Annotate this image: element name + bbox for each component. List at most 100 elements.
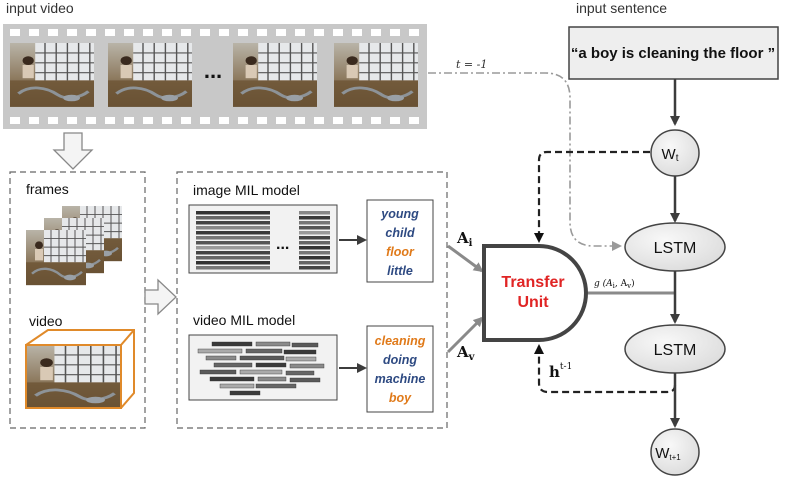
feature-bar: [257, 376, 287, 382]
feature-bar: [196, 241, 270, 245]
feature-bar: [299, 256, 330, 260]
image-mil-bars: [196, 211, 330, 270]
filmstrip-sprockets: [10, 29, 419, 124]
lstm-bottom-label: LSTM: [654, 342, 697, 359]
input-video-filmstrip: ...: [3, 24, 427, 129]
image-to-transfer-arrow: [447, 244, 484, 273]
feature-bar: [289, 377, 321, 383]
sprocket-hole: [10, 117, 20, 124]
detected-word: floor: [386, 245, 415, 259]
sprocket-hole: [67, 29, 77, 36]
input-sentence-text: “a boy is cleaning the floor ”: [571, 45, 775, 62]
feature-bar: [196, 231, 270, 235]
detected-word: boy: [389, 391, 412, 405]
feature-bar: [299, 221, 330, 225]
sprocket-hole: [314, 29, 324, 36]
sprocket-hole: [200, 29, 210, 36]
feature-bar: [229, 390, 261, 396]
feature-bar: [283, 349, 317, 355]
detected-word: machine: [375, 372, 426, 386]
input-sentence-label: input sentence: [576, 0, 667, 16]
feature-bar: [285, 356, 317, 362]
film-frame-1: [8, 41, 96, 109]
sprocket-hole: [219, 29, 229, 36]
film-frame-2: [106, 41, 194, 109]
image-mil-label: image MIL model: [193, 182, 300, 198]
g-function-label: g (Ai, Av): [594, 278, 635, 290]
feature-bar: [285, 370, 315, 376]
initial-state-connector: [428, 72, 622, 251]
sprocket-hole: [333, 29, 343, 36]
feature-bar: [299, 266, 330, 270]
sprocket-hole: [181, 117, 191, 124]
sprocket-hole: [276, 117, 286, 124]
feature-bar: [299, 216, 330, 220]
feature-bar: [196, 246, 270, 250]
sprocket-hole: [10, 29, 20, 36]
transfer-unit-line2: Unit: [517, 294, 549, 311]
sprocket-hole: [371, 29, 381, 36]
a-v-label: Av: [456, 343, 476, 363]
film-frame-4: [332, 41, 420, 109]
feature-bar: [299, 236, 330, 240]
sprocket-hole: [257, 29, 267, 36]
sprocket-hole: [276, 29, 286, 36]
feature-bar: [245, 348, 283, 354]
feature-bar: [196, 211, 270, 215]
feature-bar: [299, 226, 330, 230]
lstm-top-label: LSTM: [654, 240, 697, 257]
sprocket-hole: [29, 117, 39, 124]
sprocket-hole: [352, 29, 362, 36]
feature-bar: [196, 256, 270, 260]
sprocket-hole: [162, 29, 172, 36]
feature-bar: [196, 261, 270, 265]
sprocket-hole: [219, 117, 229, 124]
film-frame-3: [231, 41, 319, 109]
image-word-list: young child floor little: [380, 207, 419, 278]
feature-bar: [199, 369, 237, 375]
feature-bar: [209, 376, 255, 382]
video-mil-label: video MIL model: [193, 312, 295, 328]
feature-bar: [196, 226, 270, 230]
sprocket-hole: [371, 117, 381, 124]
feature-bar: [299, 231, 330, 235]
feature-bar: [299, 261, 330, 265]
video-mil-bars: [197, 341, 325, 396]
time-label: t = -1: [456, 58, 487, 71]
input-sentence-box: [568, 26, 779, 80]
detected-word: young: [380, 207, 419, 221]
word-feedback-connector: [534, 150, 650, 243]
sprocket-hole: [162, 117, 172, 124]
image-mil-ellipsis: ...: [276, 236, 289, 253]
detected-word: little: [387, 264, 413, 278]
sprocket-hole: [390, 29, 400, 36]
sprocket-hole: [200, 117, 210, 124]
feature-bar: [196, 266, 270, 270]
sprocket-hole: [105, 117, 115, 124]
frames-stack-icon: [24, 204, 124, 287]
input-video-label: input video: [6, 0, 74, 16]
feature-bar: [255, 341, 291, 347]
video-word-box: [366, 325, 434, 413]
sprocket-hole: [143, 117, 153, 124]
sprocket-hole: [409, 117, 419, 124]
sprocket-hole: [105, 29, 115, 36]
film-ellipsis: ...: [204, 58, 222, 83]
feature-bar: [299, 251, 330, 255]
transfer-unit-line1: Transfer: [501, 274, 564, 291]
detected-word: child: [385, 226, 415, 240]
sprocket-hole: [409, 29, 419, 36]
sprocket-hole: [67, 117, 77, 124]
feature-bar: [299, 211, 330, 215]
sprocket-hole: [143, 29, 153, 36]
sprocket-hole: [86, 29, 96, 36]
sprocket-hole: [238, 117, 248, 124]
sprocket-hole: [124, 29, 134, 36]
feature-bar: [255, 362, 287, 368]
sprocket-hole: [390, 117, 400, 124]
feature-bar: [196, 251, 270, 255]
sprocket-hole: [48, 29, 58, 36]
feature-bar: [289, 363, 325, 369]
word-node-wt1: [650, 428, 700, 476]
sprocket-hole: [124, 117, 134, 124]
